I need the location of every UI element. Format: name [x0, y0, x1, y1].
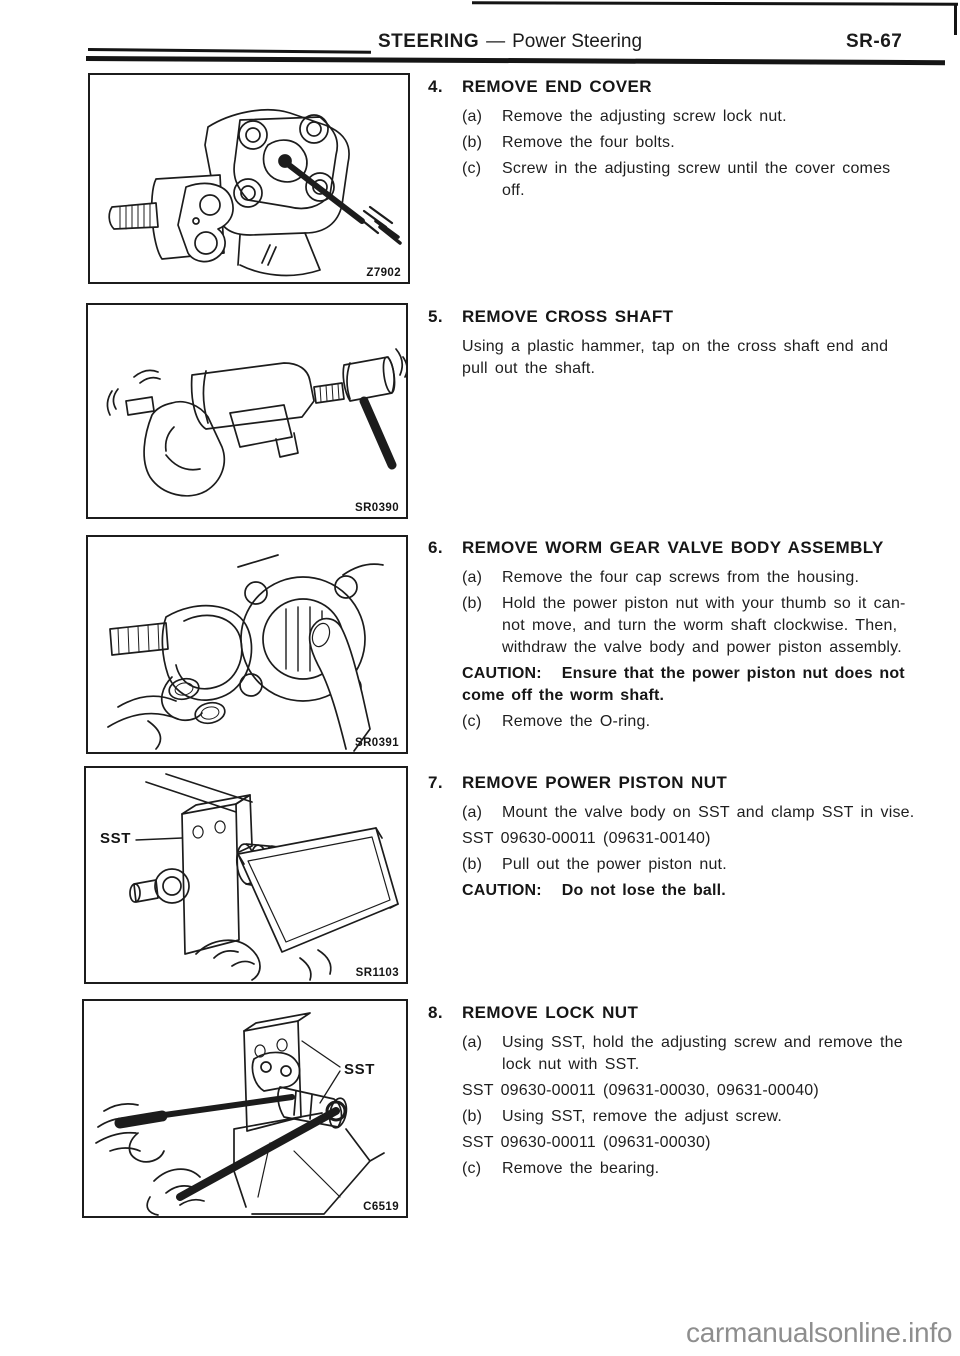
instruction-paragraph: Using a plastic hammer, tap on the cross… [462, 338, 889, 377]
step-number: 5. [428, 307, 443, 326]
sst-tool-number: SST 09630-00011 (09631-00140) [462, 830, 711, 847]
instruction-item: (b) Pull out the power piston nut. [462, 856, 727, 873]
instruction-item: (a) Using SST, hold the adjusting screw … [462, 1034, 903, 1073]
step-number: 8. [428, 1003, 443, 1022]
figure-box-end-cover: Z7902 [88, 73, 410, 284]
step-title: REMOVE END COVER [462, 77, 652, 96]
power-piston-illustration [129, 773, 399, 981]
step-number: 6. [428, 538, 443, 557]
figure-box-worm-gear: SR0391 [86, 535, 408, 754]
figure-code: Z7902 [366, 267, 401, 279]
caution-note: CAUTION: Ensure that the power piston nu… [462, 665, 905, 704]
figure-box-lock-nut: SST C6519 [82, 999, 408, 1218]
figure-code: SR0391 [355, 737, 399, 749]
step-remove-worm-gear: 6. REMOVE WORM GEAR VALVE BODY ASSEMBLY … [428, 537, 940, 737]
figure-box-cross-shaft: SR0390 [86, 303, 408, 519]
instruction-item: (c) Remove the O-ring. [462, 713, 651, 730]
sst-tool-number: SST 09630-00011 (09631-00030, 09631-0004… [462, 1082, 819, 1099]
scan-edge-line-top [471, 1, 959, 6]
step-title: REMOVE LOCK NUT [462, 1003, 639, 1022]
instruction-item: (a) Remove the adjusting screw lock nut. [462, 108, 787, 125]
step-title: REMOVE WORM GEAR VALVE BODY ASSEMBLY [462, 538, 884, 557]
figure-box-power-piston: SST SR1103 [84, 766, 408, 984]
page-number: SR-67 [846, 31, 903, 52]
instruction-item: (c) Remove the bearing. [462, 1160, 660, 1177]
caution-note: CAUTION: Do not lose the ball. [462, 882, 726, 899]
step-remove-end-cover: 4. REMOVE END COVER (a) Remove the adjus… [428, 76, 940, 206]
figure-code: SR1103 [355, 967, 399, 979]
step-remove-cross-shaft: 5. REMOVE CROSS SHAFT Using a plastic ha… [428, 306, 940, 384]
step-title: REMOVE POWER PISTON NUT [462, 773, 728, 792]
scan-edge-line-right [954, 3, 957, 35]
instruction-item: (a) Remove the four cap screws from the … [462, 569, 860, 586]
step-heading: 5. REMOVE CROSS SHAFT [428, 306, 940, 328]
step-heading: 6. REMOVE WORM GEAR VALVE BODY ASSEMBLY [428, 537, 940, 559]
step-remove-power-piston-nut: 7. REMOVE POWER PISTON NUT (a) Mount the… [428, 772, 940, 906]
step-heading: 4. REMOVE END COVER [428, 76, 940, 98]
header-rule-thick [85, 56, 946, 65]
instruction-item: (b) Remove the four bolts. [462, 134, 675, 151]
sst-callout: SST [100, 830, 131, 847]
figure-code: C6519 [363, 1201, 399, 1213]
step-heading: 8. REMOVE LOCK NUT [428, 1002, 940, 1024]
header-rule-thin [87, 48, 371, 54]
page-header: STEERING — Power Steering [378, 31, 642, 53]
step-title: REMOVE CROSS SHAFT [462, 307, 674, 326]
worm-gear-illustration [107, 554, 384, 752]
sst-tool-number: SST 09630-00011 (09631-00030) [462, 1134, 711, 1151]
sst-callout: SST [344, 1061, 375, 1078]
end-cover-illustration [108, 109, 402, 277]
figure-code: SR0390 [355, 502, 399, 514]
step-number: 4. [428, 77, 443, 96]
instruction-item: (b) Hold the power piston nut with your … [462, 595, 906, 656]
instruction-item: (c) Screw in the adjusting screw until t… [462, 160, 891, 199]
instruction-item: (a) Mount the valve body on SST and clam… [462, 804, 915, 821]
site-watermark: carmanualsonline.info [686, 1317, 953, 1348]
cross-shaft-illustration [106, 348, 406, 497]
header-subsection-title: Power Steering [512, 31, 643, 52]
header-dash: — [486, 31, 506, 52]
lock-nut-illustration [95, 1012, 385, 1216]
step-number: 7. [428, 773, 443, 792]
step-heading: 7. REMOVE POWER PISTON NUT [428, 772, 940, 794]
step-remove-lock-nut: 8. REMOVE LOCK NUT (a) Using SST, hold t… [428, 1002, 940, 1184]
header-section-title: STEERING [378, 31, 480, 52]
instruction-item: (b) Using SST, remove the adjust screw. [462, 1108, 783, 1125]
